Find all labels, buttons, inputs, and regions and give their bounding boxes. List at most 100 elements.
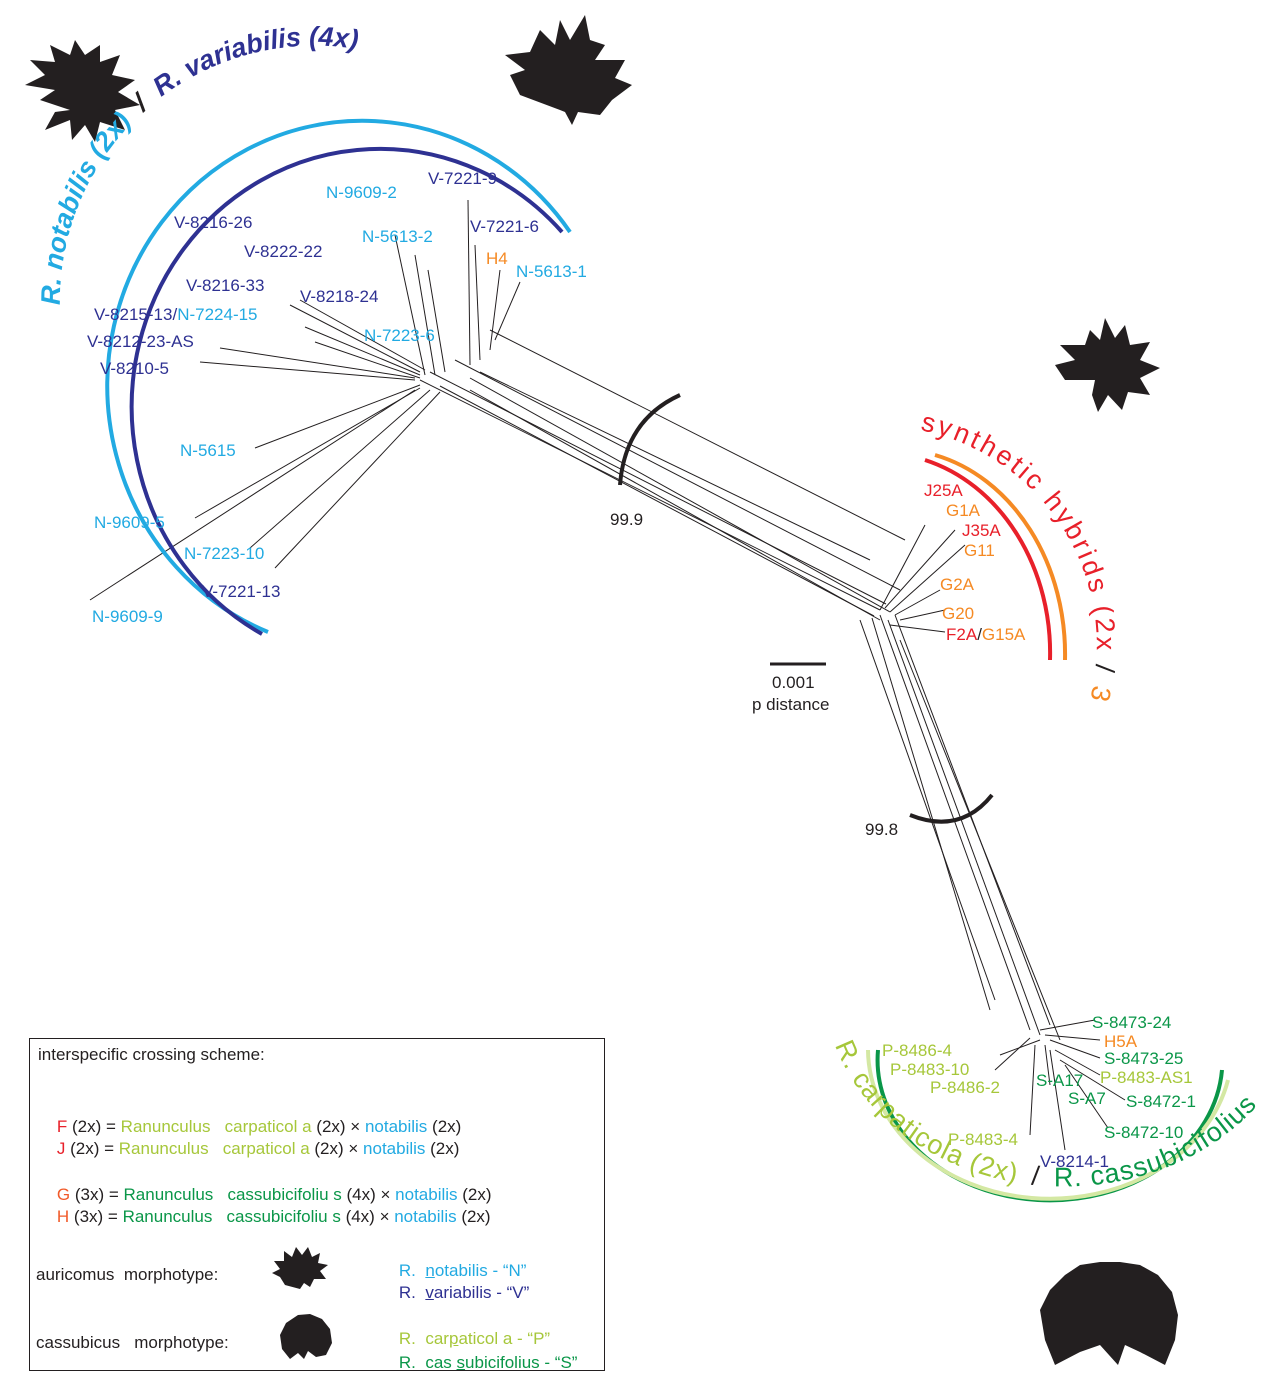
cross-father: notabilis <box>363 1139 426 1158</box>
legend-cross-row: F (2x) = Ranunculus carpaticol a (2x) × … <box>38 1097 461 1157</box>
taxon-label: V-7221-6 <box>470 217 539 236</box>
taxon-label: S-8473-24 <box>1092 1013 1171 1032</box>
taxa-hybrids-cluster: J25A G1A J35A G11 G2A G20 F2A/G15A <box>924 481 1026 644</box>
cross-mother-ploidy: (2x) × <box>309 1139 364 1158</box>
legend-key-variabilis: R. variabilis - “V” <box>398 1283 530 1302</box>
group-title-carpaticola-cassubicifolius: R. carpaticola (2x) / R. cassubicifolius… <box>0 0 1267 1192</box>
taxon-label: P-8483-4 <box>948 1130 1018 1149</box>
taxon-label: V-8216-33 <box>186 276 264 295</box>
legend-cross-row: G (3x) = Ranunculus cassubicifoliu s (4x… <box>38 1165 492 1225</box>
taxon-label: / <box>977 625 982 644</box>
scale-bar-value: 0.001 <box>772 673 815 692</box>
cross-mother: Ranunculus cassubicifoliu s <box>122 1207 341 1226</box>
cross-letter: H <box>56 1207 70 1226</box>
cross-father-ploidy: (2x) <box>425 1139 460 1158</box>
cross-father-ploidy: (2x) <box>427 1117 462 1136</box>
cross-mother-ploidy: (4x) × <box>340 1207 395 1226</box>
legend-cross-row: H (3x) = Ranunculus cassubicifoliu s (4x… <box>38 1187 491 1247</box>
taxon-label: J35A <box>962 521 1001 540</box>
legend-key-carpaticola: R. carpaticol a - “P” <box>398 1329 551 1348</box>
network-edges <box>89 199 1126 1151</box>
taxon-label: F2A <box>946 625 978 644</box>
taxa-top-cluster: N-9609-2 V-7221-9 V-8216-26 V-7221-6 N-5… <box>87 169 587 626</box>
legend-cross-row: J (2x) = Ranunculus carpaticol a (2x) × … <box>38 1119 460 1179</box>
taxon-label: V-8210-5 <box>100 359 169 378</box>
taxon-label: S-A17 <box>1036 1071 1083 1090</box>
group-arc-carpaticola-cassubicifolius <box>866 1049 1230 1203</box>
title-hybrids-sep: / <box>1089 663 1120 677</box>
taxon-label: N-9609-5 <box>94 513 165 532</box>
taxon-label: V-8212-23-AS <box>87 332 194 351</box>
taxon-label: V-8215-13/ <box>94 305 177 324</box>
legend-key-notabilis: R. notabilis - “N” <box>398 1261 527 1280</box>
cross-father-ploidy: (2x) <box>456 1207 491 1226</box>
crossing-scheme-legend: interspecific crossing scheme: F (2x) = … <box>29 1038 605 1372</box>
taxon-label: S-8472-1 <box>1126 1092 1196 1111</box>
taxon-label: G11 <box>964 541 995 560</box>
title-notabilis: R. notabilis (2x) <box>36 106 137 305</box>
bootstrap-label: 99.9 <box>610 510 643 529</box>
taxa-bottom-cluster: S-8473-24 H5A P-8486-4 S-8473-25 P-8483-… <box>882 1013 1196 1171</box>
taxon-label: P-8483-10 <box>890 1060 969 1079</box>
taxon-label: G1A <box>946 501 981 520</box>
taxon-label: N-7223-6 <box>364 326 435 345</box>
cross-mother: Ranunculus carpaticol a <box>120 1117 312 1136</box>
taxon-label: N-9609-2 <box>326 183 397 202</box>
group-arc-hybrids <box>924 453 1068 661</box>
taxon-label: N-9609-9 <box>92 607 163 626</box>
taxon-label: N-5615 <box>180 441 236 460</box>
bootstrap-arcs <box>618 393 994 824</box>
taxon-label: P-8486-2 <box>930 1078 1000 1097</box>
cross-ploidy: (2x) = <box>67 1117 121 1136</box>
cross-mother-ploidy: (4x) × <box>341 1185 396 1204</box>
cross-father: notabilis <box>395 1185 458 1204</box>
taxon-label: S-A7 <box>1068 1089 1106 1108</box>
cassubicus-morph-icon <box>280 1314 332 1359</box>
cross-letter: G <box>56 1185 71 1204</box>
taxon-label: S-8473-25 <box>1104 1049 1183 1068</box>
svg-text:F2A/G15A: F2A/G15A <box>946 625 1026 644</box>
variabilis-leaf-icon <box>505 15 632 125</box>
taxon-label: N-7223-10 <box>184 544 264 563</box>
taxon-label: N-5613-2 <box>362 227 433 246</box>
legend-title: interspecific crossing scheme: <box>38 1045 265 1064</box>
taxon-label: G2A <box>940 575 975 594</box>
legend-morph-cassubicus: cassubicus morphotype: <box>36 1333 229 1352</box>
hybrid-leaf-icon <box>1055 318 1160 412</box>
bootstrap-label: 99.8 <box>865 820 898 839</box>
group-arc-notabilis-variabilis <box>105 118 572 636</box>
taxon-label: S-8472-10 <box>1104 1123 1183 1142</box>
legend-key-cassubicifolius: R. cas subicifolius - “S” <box>398 1353 578 1372</box>
cross-letter: F <box>56 1117 68 1136</box>
taxon-label: H4 <box>486 249 508 268</box>
taxon-label: V-8216-26 <box>174 213 252 232</box>
cross-father: notabilis <box>394 1207 457 1226</box>
title-cassubicifolius: R. cassubicifolius (4x) <box>0 0 1267 1192</box>
taxon-label: J25A <box>924 481 963 500</box>
taxon-label: N-5613-1 <box>516 262 587 281</box>
auricomus-morph-icon <box>272 1247 328 1289</box>
cross-ploidy: (3x) = <box>69 1207 123 1226</box>
taxon-label: V-7221-9 <box>428 169 497 188</box>
taxon-label: V-8218-24 <box>300 287 378 306</box>
taxon-label: G20 <box>942 604 974 623</box>
taxon-label: V-8222-22 <box>244 242 322 261</box>
taxon-label: V-7221-13 <box>202 582 280 601</box>
taxon-label: V-8214-1 <box>1040 1152 1109 1171</box>
title-variabilis: R. variabilis (4x) <box>147 21 360 101</box>
auricomus-leaf-icon <box>25 40 140 142</box>
cross-ploidy: (3x) = <box>70 1185 124 1204</box>
cross-mother: Ranunculus cassubicifoliu s <box>123 1185 342 1204</box>
cross-father: notabilis <box>364 1117 428 1136</box>
cross-father-ploidy: (2x) <box>457 1185 492 1204</box>
title-cs-separator: / <box>1030 1161 1042 1192</box>
cassubicus-leaf-icon <box>1040 1262 1178 1365</box>
legend-morph-auricomus: auricomus morphotype: <box>36 1265 219 1284</box>
taxon-label: N-7224-15 <box>177 305 257 324</box>
cross-letter: J <box>56 1139 66 1158</box>
svg-text:V-8215-13/N-7224-15: V-8215-13/N-7224-15 <box>94 305 258 324</box>
cross-ploidy: (2x) = <box>65 1139 119 1158</box>
scale-bar-unit: p distance <box>752 695 830 714</box>
taxon-label: G15A <box>982 625 1026 644</box>
